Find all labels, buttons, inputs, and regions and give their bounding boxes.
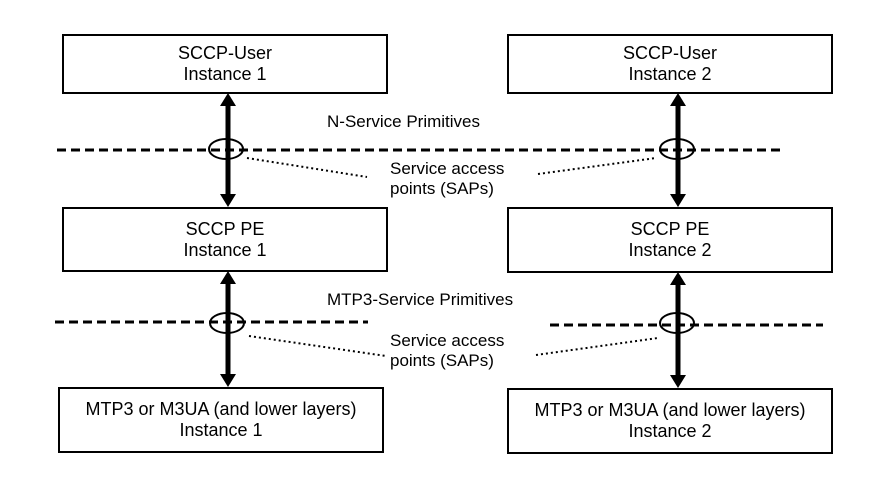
arrow-sccp-pe-to-mtp3-instance-1: [220, 271, 236, 387]
sap-leader-bottom-right: [535, 337, 659, 356]
box-subtitle: Instance 2: [628, 64, 712, 84]
box-subtitle: Instance 1: [183, 239, 267, 260]
sap-leader-top-right: [537, 157, 657, 175]
box-subtitle: Instance 1: [179, 420, 263, 440]
label-sap-line2: points (SAPs): [390, 179, 494, 198]
label-sap-line1: Service access: [390, 159, 505, 178]
box-title: SCCP-User: [622, 43, 717, 63]
sap-ellipse-bottom-instance-2: [659, 312, 695, 334]
label-sap-bottom: Service access points (SAPs): [390, 331, 504, 371]
box-mtp3-instance-2: MTP3 or M3UA (and lower layers) Instance…: [507, 388, 833, 454]
label-sap-top: Service access points (SAPs): [390, 159, 504, 199]
sap-leader-bottom-left: [248, 335, 387, 357]
label-n-service-primitives: N-Service Primitives: [327, 112, 481, 131]
sap-ellipse-top-instance-1: [208, 138, 244, 160]
arrow-sccp-user-to-pe-instance-2: [670, 93, 686, 207]
sap-leader-top-left: [246, 157, 368, 178]
box-mtp3-instance-1: MTP3 or M3UA (and lower layers) Instance…: [58, 387, 384, 453]
box-subtitle: Instance 2: [628, 240, 712, 260]
box-title: SCCP PE: [630, 219, 710, 239]
box-subtitle: Instance 1: [183, 64, 267, 84]
box-sccp-user-instance-2: SCCP-User Instance 2: [507, 34, 833, 94]
label-mtp3-service-primitives: MTP3-Service Primitives: [327, 290, 514, 309]
box-title: SCCP PE: [185, 218, 265, 239]
arrow-sccp-user-to-pe-instance-1: [220, 93, 236, 207]
label-sap-line2: points (SAPs): [390, 351, 494, 370]
label-sap-line1: Service access: [390, 331, 505, 350]
box-title: MTP3 or M3UA (and lower layers): [85, 399, 357, 419]
box-title: MTP3 or M3UA (and lower layers): [534, 400, 806, 420]
box-title: SCCP-User: [177, 43, 272, 63]
box-subtitle: Instance 2: [628, 421, 712, 441]
sap-ellipse-top-instance-2: [659, 138, 695, 160]
box-sccp-user-instance-1: SCCP-User Instance 1: [62, 34, 388, 94]
box-sccp-pe-instance-2: SCCP PE Instance 2: [507, 207, 833, 273]
sap-ellipse-bottom-instance-1: [209, 312, 245, 334]
box-sccp-pe-instance-1: SCCP PE Instance 1: [62, 207, 388, 272]
arrow-sccp-pe-to-mtp3-instance-2: [670, 272, 686, 388]
